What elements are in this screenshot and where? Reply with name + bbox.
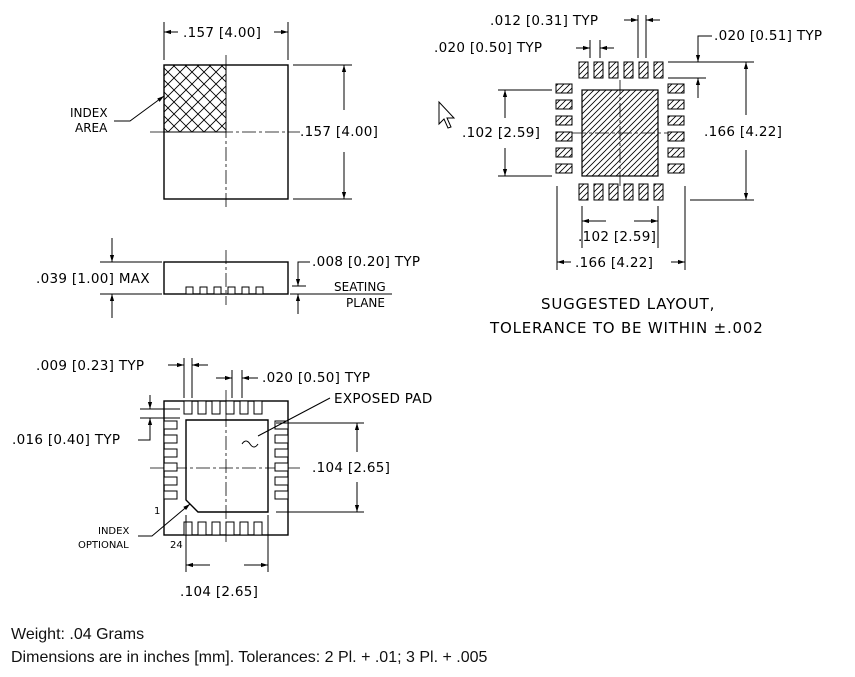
layout-pad-bottom	[638, 183, 649, 201]
side-height-dim: .039 [1.00] MAX	[36, 271, 150, 287]
side-view: .039 [1.00] MAX .008 [0.20] TYP SEATING …	[36, 238, 420, 318]
exposed-pad-label: EXPOSED PAD	[334, 391, 433, 407]
layout-pad-right	[667, 131, 685, 142]
layout-pad-right	[667, 163, 685, 174]
bottom-pad-top	[253, 400, 263, 415]
layout-pad-bottom	[608, 183, 619, 201]
layout-overall-h-dim: .166 [4.22]	[575, 255, 653, 271]
layout-pad-top	[593, 61, 604, 79]
layout-view: .012 [0.31] TYP .020 [0.50] TYP .020 [0.…	[434, 13, 822, 337]
bottom-pitch-dim: .020 [0.50] TYP	[262, 370, 370, 386]
layout-pad-bottom	[653, 183, 664, 201]
bottom-pad-left	[163, 434, 178, 444]
layout-pad-left	[555, 163, 573, 174]
top-view: .157 [4.00] .157 [4.00] INDEX AREA	[70, 22, 378, 210]
layout-pad-right	[667, 83, 685, 94]
index-area-hatch	[163, 64, 227, 133]
layout-pad-left	[555, 83, 573, 94]
bottom-view: .009 [0.23] TYP .020 [0.50] TYP .016 [0.…	[12, 358, 433, 600]
bottom-pad-right	[274, 462, 289, 472]
layout-pad-right	[667, 115, 685, 126]
bottom-pad-bottom	[225, 521, 235, 536]
exposed-h-dim: .104 [2.65]	[180, 584, 258, 600]
bottom-pad-bottom	[239, 521, 249, 536]
index-optional-label-1: INDEX	[98, 526, 129, 537]
top-width-dim: .157 [4.00]	[183, 25, 261, 41]
bottom-pad-bottom	[211, 521, 221, 536]
bottom-pad-left	[163, 462, 178, 472]
layout-center-v-dim: .102 [2.59]	[462, 125, 540, 141]
bottom-pad-right	[274, 476, 289, 486]
exposed-v-dim: .104 [2.65]	[312, 460, 390, 476]
layout-caption-1: SUGGESTED LAYOUT,	[541, 295, 715, 313]
bottom-pad-bottom	[197, 521, 207, 536]
layout-pad-left	[555, 115, 573, 126]
bottom-pad-bottom	[183, 521, 193, 536]
mouse-cursor-icon	[438, 100, 456, 129]
layout-pad-top	[578, 61, 589, 79]
bottom-pad-top	[211, 400, 221, 415]
bottom-pad-right	[274, 490, 289, 500]
layout-pad-width-dim: .012 [0.31] TYP	[490, 13, 598, 29]
layout-caption-2: TOLERANCE TO BE WITHIN ±.002	[489, 319, 764, 337]
layout-pad-bottom	[623, 183, 634, 201]
weight-note: Weight: .04 Grams	[11, 626, 145, 643]
index-optional-label-2: OPTIONAL	[78, 540, 129, 551]
dimensions-note: Dimensions are in inches [mm]. Tolerance…	[11, 649, 488, 666]
bottom-pad-top	[225, 400, 235, 415]
layout-pad-bottom	[593, 183, 604, 201]
side-lead	[241, 286, 250, 295]
seating-label-2: PLANE	[346, 296, 385, 310]
layout-pad-right	[667, 99, 685, 110]
bottom-pad-left	[163, 476, 178, 486]
index-area-label-2: AREA	[75, 121, 108, 135]
layout-pad-top	[608, 61, 619, 79]
layout-pad-left	[555, 99, 573, 110]
layout-pitch-dim: .020 [0.50] TYP	[434, 40, 542, 56]
layout-overall-v-dim: .166 [4.22]	[704, 124, 782, 140]
bottom-pad-top	[239, 400, 249, 415]
bottom-pad-length-dim: .016 [0.40] TYP	[12, 432, 120, 448]
side-lead	[255, 286, 264, 295]
side-lead	[199, 286, 208, 295]
bottom-pad-left	[163, 448, 178, 458]
layout-pad-length-dim: .020 [0.51] TYP	[714, 28, 822, 44]
index-area-label-1: INDEX	[70, 106, 108, 120]
bottom-pad-width-dim: .009 [0.23] TYP	[36, 358, 144, 374]
bottom-pad-top	[197, 400, 207, 415]
seating-label-1: SEATING	[334, 280, 386, 294]
layout-pad-left	[555, 131, 573, 142]
layout-pad-bottom	[578, 183, 589, 201]
layout-center-h-dim: .102 [2.59]	[578, 229, 656, 245]
bottom-pad-right	[274, 448, 289, 458]
layout-pad-left	[555, 147, 573, 158]
bottom-pad-bottom	[253, 521, 263, 536]
bottom-pad-right	[274, 420, 289, 430]
bottom-pad-left	[163, 490, 178, 500]
side-lead	[185, 286, 194, 295]
layout-pad-top	[653, 61, 664, 79]
pin-24-label: 24	[170, 540, 183, 551]
top-height-dim: .157 [4.00]	[300, 124, 378, 140]
side-lead-dim: .008 [0.20] TYP	[312, 254, 420, 270]
bottom-pad-left	[163, 420, 178, 430]
layout-pad-right	[667, 147, 685, 158]
layout-pad-top	[623, 61, 634, 79]
layout-pad-top	[638, 61, 649, 79]
side-lead	[227, 286, 236, 295]
bottom-pad-right	[274, 434, 289, 444]
pin-1-label: 1	[154, 506, 160, 517]
side-lead	[213, 286, 222, 295]
exposed-pad	[185, 419, 269, 513]
bottom-pad-top	[183, 400, 193, 415]
